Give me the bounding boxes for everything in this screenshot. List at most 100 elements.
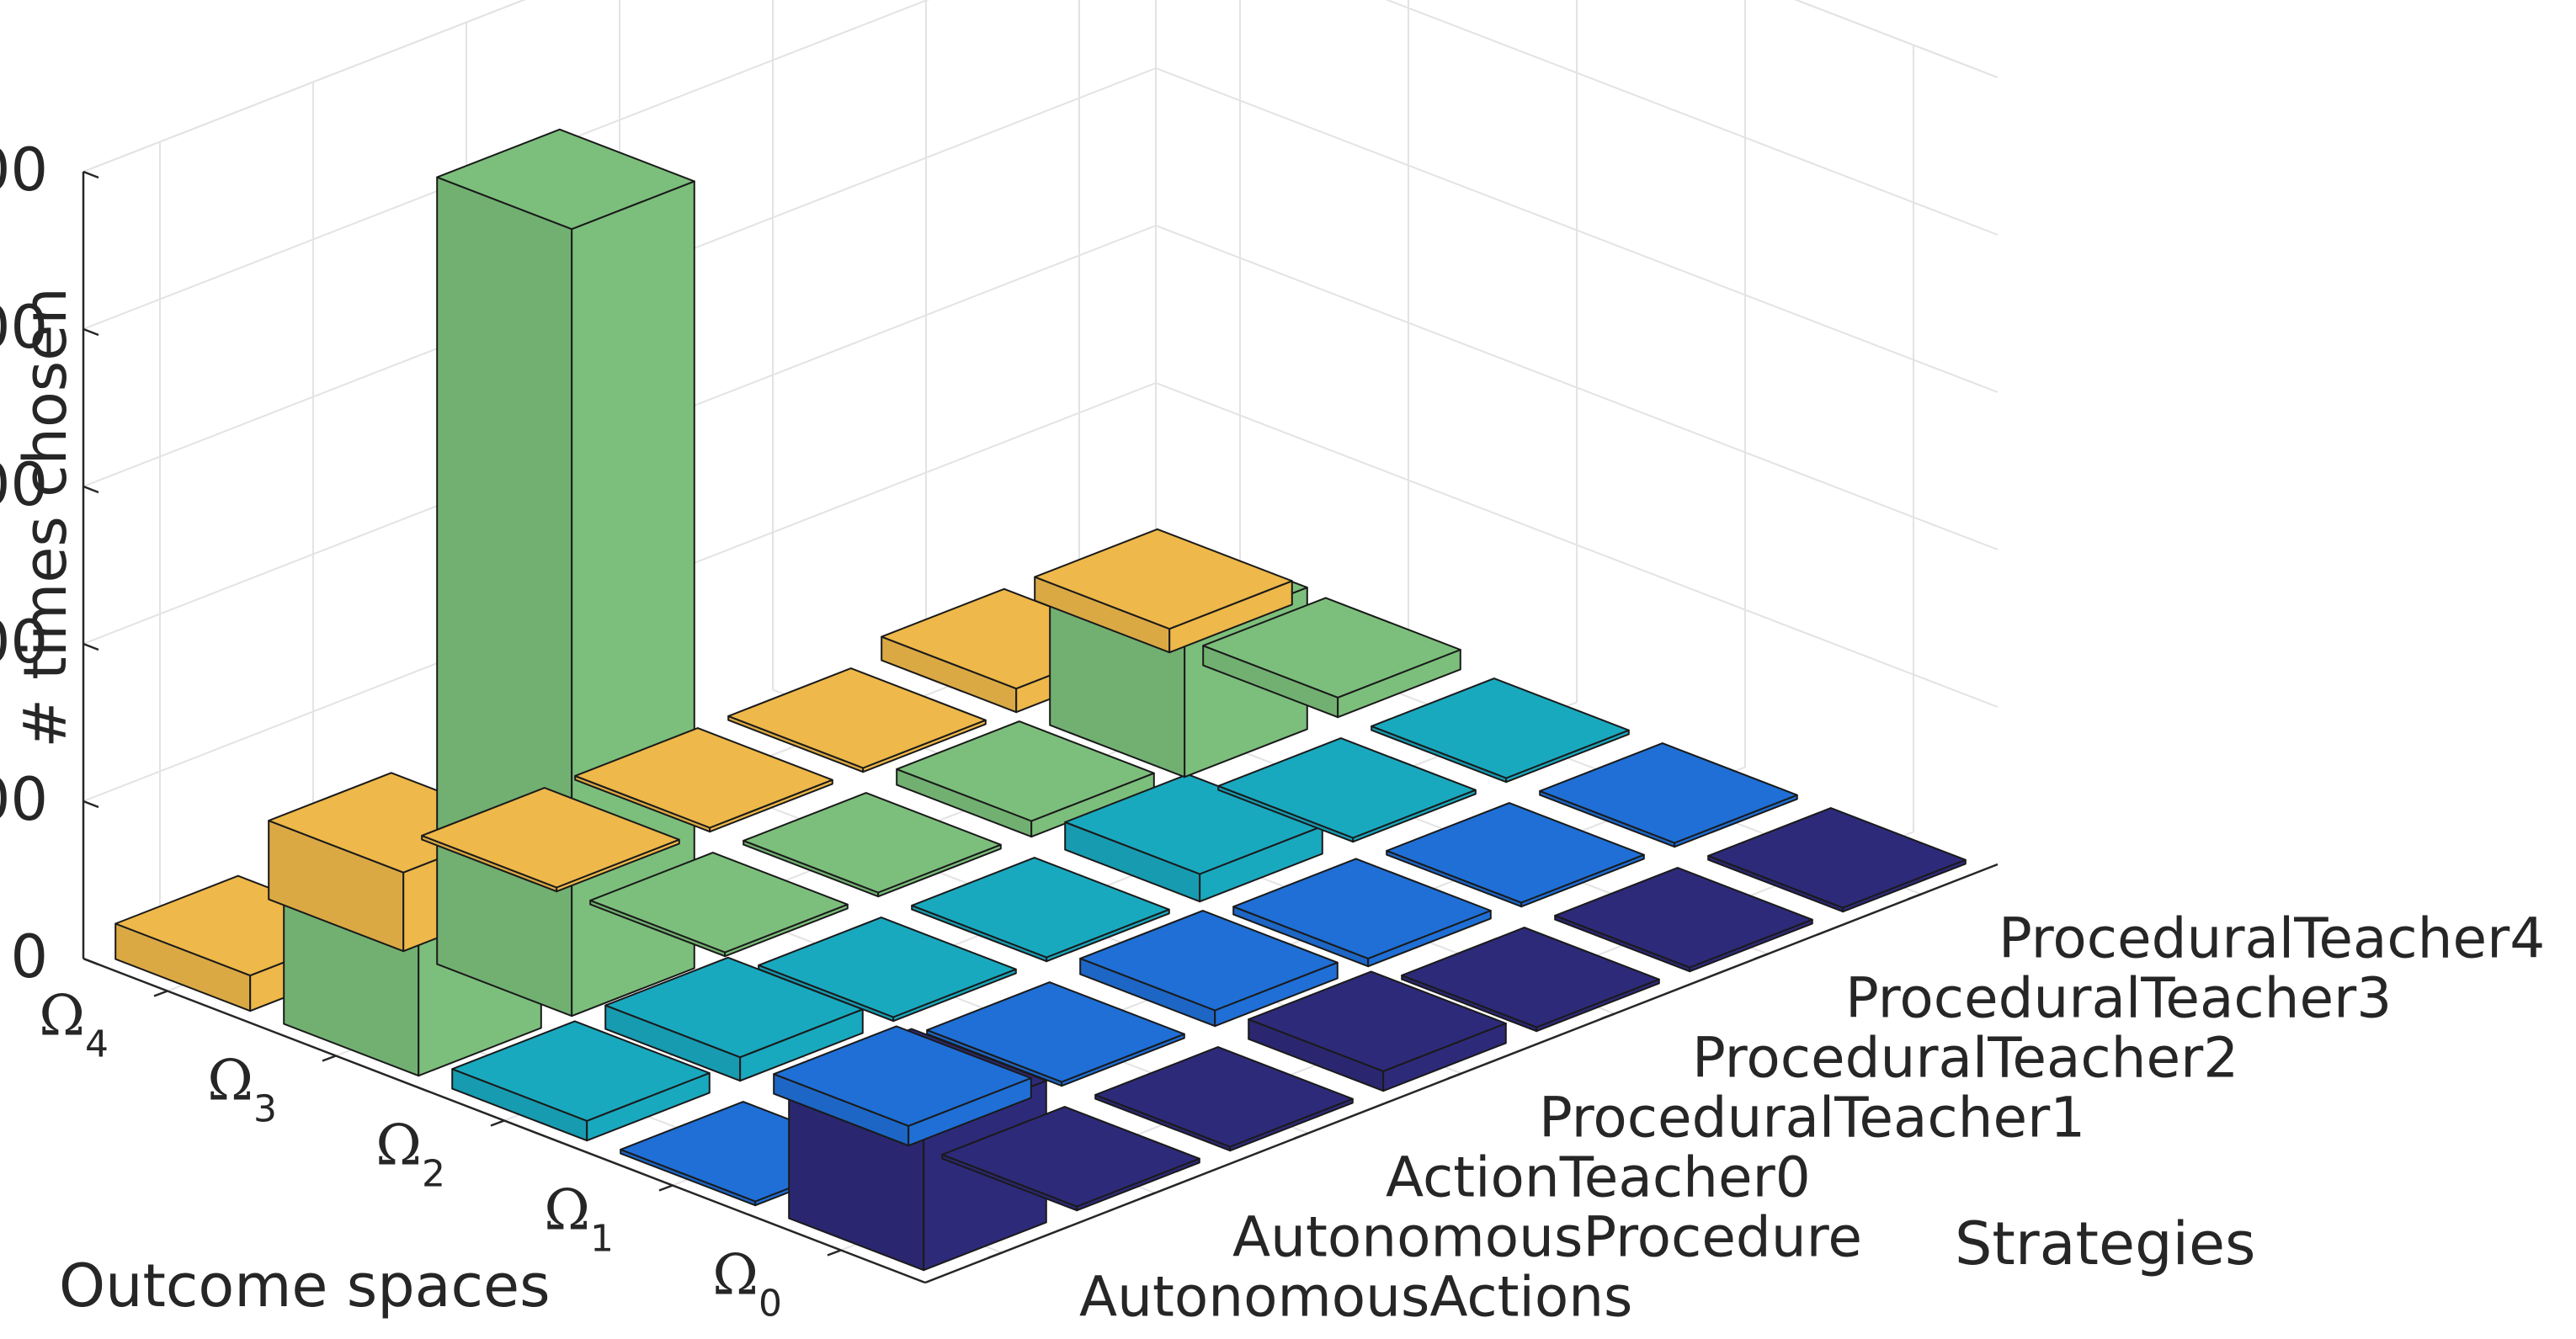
gridline-side-wall-horizontal xyxy=(1385,0,1999,236)
bar-face-top xyxy=(421,787,680,889)
z-tick-label: 4000 xyxy=(0,608,48,677)
bar-face-top xyxy=(1232,858,1492,959)
bar-face-top xyxy=(1217,737,1477,839)
x-tick xyxy=(322,1055,337,1062)
bar-2-5 xyxy=(1217,737,1477,843)
axes xyxy=(82,170,1999,1284)
bar-4-2 xyxy=(421,787,680,893)
x-axis-title: Outcome spaces xyxy=(59,1251,551,1320)
strategy-label: AutonomousActions xyxy=(1079,1265,1632,1330)
x-tick xyxy=(658,1184,673,1192)
bar-face-top xyxy=(1401,927,1660,1028)
bar-face-top xyxy=(436,128,695,231)
strategy-label: ActionTeacher0 xyxy=(1386,1145,1811,1210)
bar-2-3 xyxy=(911,857,1170,963)
bar-face-top xyxy=(727,667,987,769)
bar-face-top xyxy=(911,857,1170,959)
bar-0-4 xyxy=(1401,927,1660,1033)
z-tick-label: 2000 xyxy=(0,765,48,834)
bar-face-top xyxy=(1248,970,1507,1072)
gridline-box-edge xyxy=(82,0,526,173)
bar-face-top xyxy=(1034,528,1293,630)
bar-4-4 xyxy=(727,667,987,773)
bar-2-0 xyxy=(451,1020,711,1142)
bar-face-top xyxy=(1707,807,1967,909)
bar-face-top xyxy=(604,956,864,1059)
bar-face-top xyxy=(574,727,833,829)
bar-1-1 xyxy=(773,1025,1032,1147)
z-tick-label: 10,000 xyxy=(0,135,48,205)
y-tick xyxy=(1294,1132,1309,1140)
bar-2-4 xyxy=(1064,773,1323,903)
z-tick-label: 0 xyxy=(10,922,48,991)
y-axis-title: Strategies xyxy=(1955,1209,2256,1278)
x-tick xyxy=(490,1119,505,1127)
bar-0-1 xyxy=(941,1106,1200,1212)
bars xyxy=(114,128,1967,1272)
strategy-label: ProceduralTeacher3 xyxy=(1845,966,2392,1031)
bar-face-top xyxy=(1386,802,1645,904)
bar-1-5 xyxy=(1386,802,1645,908)
bar-face-top xyxy=(1554,867,1813,969)
bar-3-3 xyxy=(742,792,1002,898)
bar-2-6 xyxy=(1370,677,1630,784)
bar-face-top xyxy=(1079,910,1339,1012)
gridline-box-edge xyxy=(1794,0,1999,78)
z-tick-label: 8000 xyxy=(0,293,48,362)
gridline-side-wall-horizontal xyxy=(1155,382,1999,708)
bar-1-4 xyxy=(1232,858,1492,968)
bar-1-2 xyxy=(926,981,1185,1087)
bar-1-3 xyxy=(1079,910,1339,1028)
bar-4-3 xyxy=(574,727,833,833)
bar-0-2 xyxy=(1094,1046,1354,1152)
gridline-side-wall-horizontal xyxy=(1155,67,1999,393)
outcome-space-label: Ω1 xyxy=(544,1178,614,1261)
x-tick xyxy=(827,1249,842,1257)
bar-face-top xyxy=(589,852,849,954)
bar-face-top xyxy=(1202,597,1461,699)
outcome-space-label: Ω4 xyxy=(39,984,109,1066)
bar-face-top xyxy=(1539,742,1798,844)
bar-face-top xyxy=(1094,1046,1354,1148)
bar-2-2 xyxy=(758,917,1017,1023)
bar-3-6 xyxy=(1202,597,1461,719)
bar-face-top xyxy=(896,720,1155,822)
y-tick xyxy=(1907,893,1922,901)
bar-face-top xyxy=(451,1020,711,1122)
z-tick xyxy=(82,800,99,809)
y-tick xyxy=(1141,1192,1156,1199)
bar-0-6 xyxy=(1707,807,1967,913)
bar-face-top xyxy=(742,792,1002,894)
bar-3-2 xyxy=(589,852,849,958)
strategy-label: ProceduralTeacher1 xyxy=(1539,1086,2085,1150)
z-tick xyxy=(82,957,99,966)
strategy-label: AutonomousProcedure xyxy=(1232,1205,1862,1270)
bar-0-5 xyxy=(1554,867,1813,973)
y-tick xyxy=(1447,1072,1462,1080)
bar-face-top xyxy=(926,981,1185,1083)
bar-face-top xyxy=(941,1106,1200,1208)
z-tick-label: 6000 xyxy=(0,450,48,519)
bar-face-top xyxy=(758,917,1017,1018)
z-tick xyxy=(82,485,99,494)
strategy-label: ProceduralTeacher2 xyxy=(1692,1026,2238,1091)
z-tick xyxy=(82,327,99,337)
strategy-label: ProceduralTeacher4 xyxy=(1999,906,2545,971)
y-tick xyxy=(1754,953,1769,960)
outcome-space-label: Ω3 xyxy=(207,1049,277,1131)
z-axis-title: # times chosen xyxy=(11,287,80,747)
labels: # times chosen Outcome spaces Strategies… xyxy=(0,135,2545,1330)
outcome-space-label: Ω0 xyxy=(712,1243,782,1326)
bar-face-top xyxy=(1370,677,1630,779)
y-tick xyxy=(987,1251,1003,1259)
bar-1-6 xyxy=(1539,742,1798,848)
z-tick xyxy=(82,642,99,651)
bar-0-3 xyxy=(1248,970,1507,1092)
gridline-back-wall-horizontal xyxy=(82,0,930,330)
x-tick xyxy=(153,990,168,997)
bar-2-1 xyxy=(604,956,864,1082)
outcome-space-label: Ω2 xyxy=(375,1113,445,1196)
bar-4-6 xyxy=(1034,528,1293,654)
z-tick xyxy=(82,170,99,179)
